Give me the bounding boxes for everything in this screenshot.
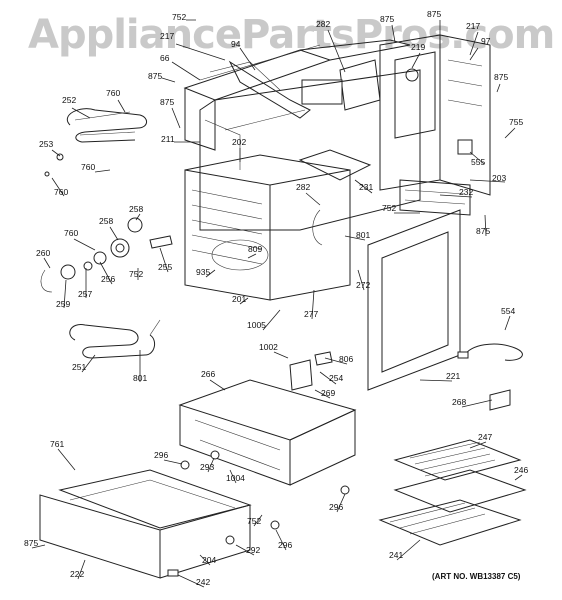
drawer-frame — [178, 379, 357, 486]
part-label-201: 201 — [232, 294, 246, 304]
part-label-231: 231 — [359, 182, 373, 192]
part-label-752: 752 — [129, 269, 143, 279]
fasteners — [167, 209, 511, 577]
leader-lines — [31, 19, 523, 588]
part-label-875: 875 — [427, 9, 441, 19]
bake-element-top — [44, 108, 147, 177]
part-label-801: 801 — [356, 230, 370, 240]
part-label-203: 203 — [492, 173, 506, 183]
part-label-292: 292 — [246, 545, 260, 555]
part-label-760: 760 — [54, 187, 68, 197]
part-label-242: 242 — [196, 577, 210, 587]
broiler-pan — [378, 439, 527, 546]
part-label-282: 282 — [296, 182, 310, 192]
part-label-296: 296 — [329, 502, 343, 512]
part-label-875: 875 — [160, 97, 174, 107]
part-label-258: 258 — [99, 216, 113, 226]
part-label-875: 875 — [476, 226, 490, 236]
part-label-935: 935 — [196, 267, 210, 277]
oven-door — [367, 209, 461, 391]
part-label-257: 257 — [78, 289, 92, 299]
part-label-809: 809 — [248, 244, 262, 254]
part-label-253: 253 — [39, 139, 53, 149]
part-label-247: 247 — [478, 432, 492, 442]
brackets — [289, 351, 333, 391]
part-label-1004: 1004 — [226, 473, 245, 483]
part-label-259: 259 — [56, 299, 70, 309]
part-label-875: 875 — [380, 14, 394, 24]
power-cord — [457, 343, 523, 361]
part-label-761: 761 — [50, 439, 64, 449]
part-label-296: 296 — [278, 540, 292, 550]
part-label-255: 255 — [158, 262, 172, 272]
part-label-554: 554 — [501, 306, 515, 316]
control-knobs — [40, 217, 173, 293]
part-label-269: 269 — [321, 388, 335, 398]
part-label-221: 221 — [446, 371, 460, 381]
part-label-755: 755 — [509, 117, 523, 127]
part-label-555: 555 — [471, 157, 485, 167]
part-label-252: 252 — [62, 95, 76, 105]
part-label-282: 282 — [316, 19, 330, 29]
part-label-801: 801 — [133, 373, 147, 383]
part-label-94: 94 — [231, 39, 241, 49]
oven-frame-top — [183, 39, 411, 151]
part-label-256: 256 — [101, 274, 115, 284]
cabinet-side — [199, 69, 471, 231]
part-label-806: 806 — [339, 354, 353, 364]
part-label-268: 268 — [452, 397, 466, 407]
part-label-217: 217 — [466, 21, 480, 31]
part-label-222: 222 — [70, 569, 84, 579]
part-label-204: 204 — [202, 555, 216, 565]
storage-drawer — [39, 469, 252, 579]
part-label-1005: 1005 — [247, 320, 266, 330]
part-label-875: 875 — [24, 538, 38, 548]
part-label-66: 66 — [160, 53, 170, 63]
part-label-875: 875 — [148, 71, 162, 81]
back-panel — [301, 34, 491, 196]
part-label-752: 752 — [172, 12, 186, 22]
part-label-760: 760 — [106, 88, 120, 98]
part-label-760: 760 — [64, 228, 78, 238]
part-label-202: 202 — [232, 137, 246, 147]
part-label-272: 272 — [356, 280, 370, 290]
part-label-251: 251 — [72, 362, 86, 372]
part-label-293: 293 — [200, 462, 214, 472]
part-label-97: 97 — [481, 36, 491, 46]
watermark: AppliancePartsPros.com — [28, 12, 555, 58]
part-label-260: 260 — [36, 248, 50, 258]
part-label-219: 219 — [411, 42, 425, 52]
part-label-1002: 1002 — [259, 342, 278, 352]
part-label-277: 277 — [304, 309, 318, 319]
part-label-232: 232 — [459, 187, 473, 197]
art-number: (ART NO. WB13387 C5) — [432, 572, 521, 581]
part-label-752: 752 — [382, 203, 396, 213]
part-label-254: 254 — [329, 373, 343, 383]
part-label-752: 752 — [247, 516, 261, 526]
broil-element — [69, 319, 161, 359]
part-label-241: 241 — [389, 550, 403, 560]
part-label-211: 211 — [161, 134, 175, 144]
part-label-246: 246 — [514, 465, 528, 475]
part-number-labels: 752 217 94 282 875 875 217 219 97 875 66 875 760 252 8… — [24, 9, 528, 587]
part-label-296: 296 — [154, 450, 168, 460]
part-label-266: 266 — [201, 369, 215, 379]
oven-cavity — [184, 109, 372, 301]
part-label-217: 217 — [160, 31, 174, 41]
part-label-258: 258 — [129, 204, 143, 214]
part-label-875: 875 — [494, 72, 508, 82]
part-label-760: 760 — [81, 162, 95, 172]
